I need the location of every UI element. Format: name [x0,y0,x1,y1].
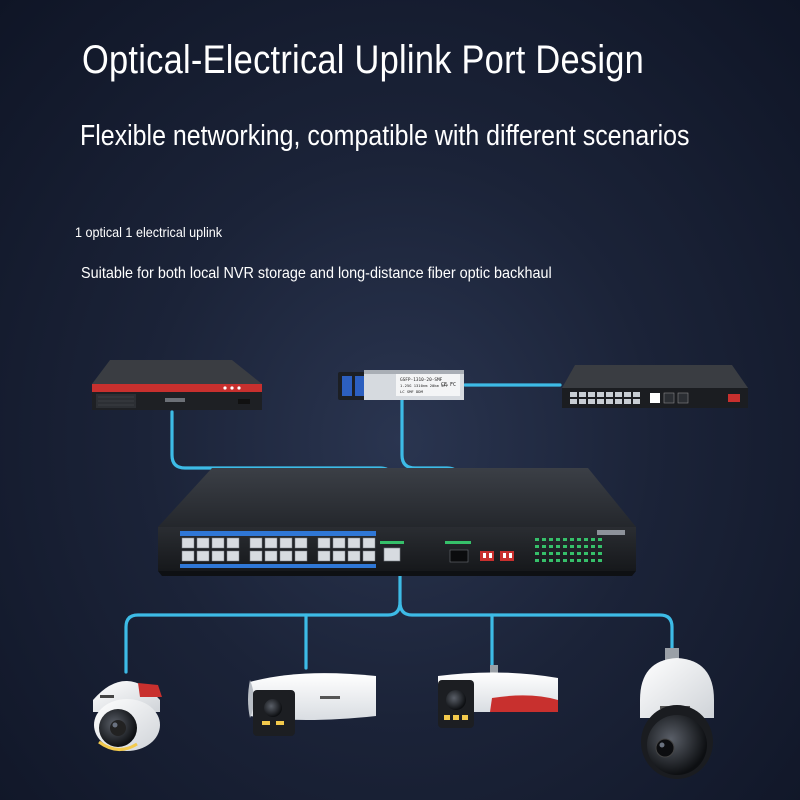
bullet-camera [248,673,376,736]
turret-dome-camera [93,681,162,751]
bullet-camera-red-trim [438,665,558,728]
sfp-spec-line1: 1.25G 1310nm 20km SFP [400,383,449,388]
sfp-spec-line2: LC SMF DDM [400,389,424,394]
sfp-cert-marks: CE FC [441,382,456,388]
main-poe-switch [158,468,636,576]
core-switch [562,365,748,408]
electrical-uplink-port [383,547,401,562]
sfp-optical-module: GSFP-1310-20-SMF 1.25G 1310nm 20km SFP L… [338,370,464,400]
poe-port-block [180,531,376,568]
page-title: Optical-Electrical Uplink Port Design [82,38,645,82]
feature-use-case: Suitable for both local NVR storage and … [81,265,552,282]
led-status-panel [535,538,602,562]
cable-switch-to-cameras [124,566,402,674]
page-subtitle: Flexible networking, compatible with dif… [80,120,690,152]
ptz-speed-dome-camera [640,648,714,779]
nvr-recorder [92,360,262,410]
dip-switches [480,551,514,561]
optical-uplink-port [449,549,469,563]
nvr-usb-port [238,399,250,404]
switch-logo [597,530,625,535]
feature-uplink-config: 1 optical 1 electrical uplink [75,224,223,240]
nvr-status-led [223,386,227,390]
sfp-model-text: GSFP-1310-20-SMF [400,377,443,383]
